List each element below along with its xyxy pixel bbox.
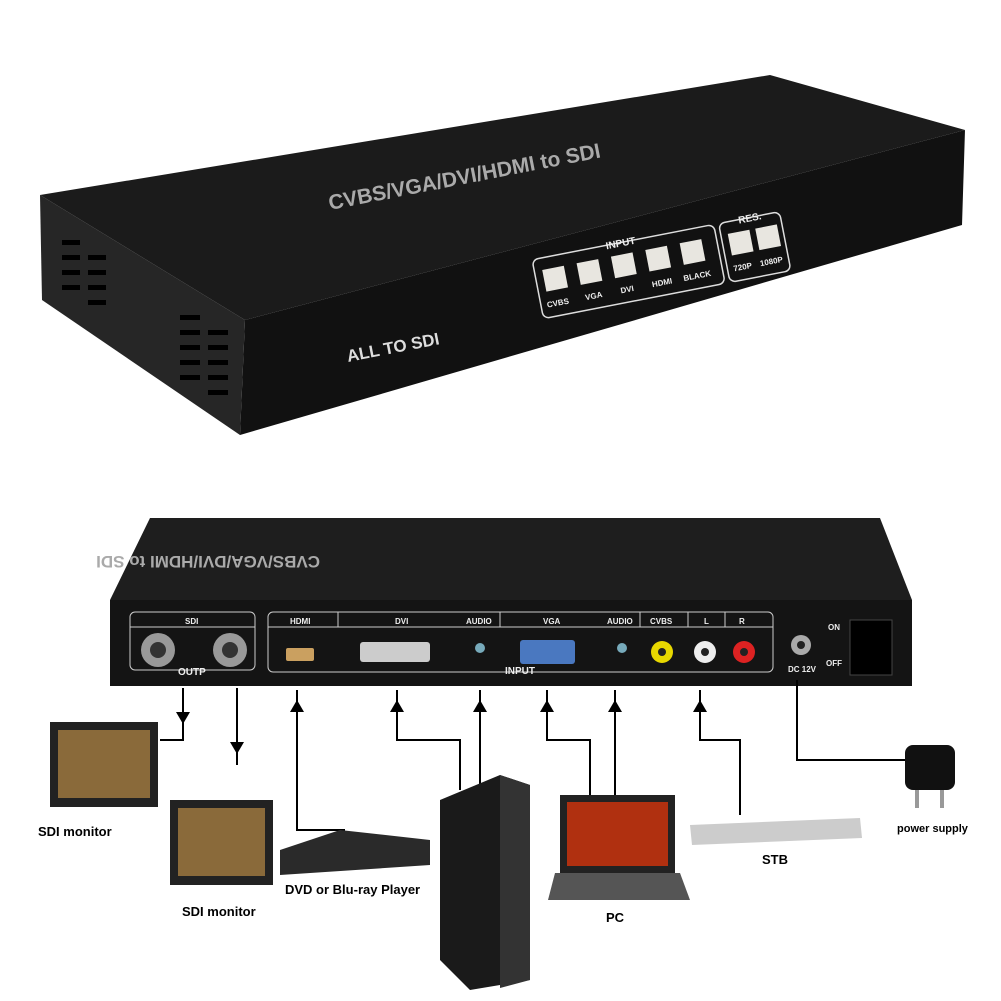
port-label-audio-2: AUDIO xyxy=(607,617,633,626)
input-label: INPUT xyxy=(505,666,535,677)
port-label-vga: VGA xyxy=(543,617,561,626)
svg-text:720P: 720P xyxy=(733,261,754,274)
res-button-720p[interactable]: 720P xyxy=(727,229,757,274)
hdmi-port[interactable] xyxy=(286,648,314,661)
output-label: OUTP xyxy=(178,667,206,678)
sdi-monitor-1: SDI monitor xyxy=(38,722,158,839)
front-device: CVBS/VGA/DVI/HDMI to SDI ALL TO SDI INPU… xyxy=(40,75,965,435)
port-label-hdmi: HDMI xyxy=(290,617,310,626)
input-group-frame xyxy=(532,224,725,319)
svg-text:HDMI: HDMI xyxy=(651,276,673,289)
port-label-audio-1: AUDIO xyxy=(466,617,492,626)
port-label-r: R xyxy=(739,617,745,626)
audio-port-1[interactable] xyxy=(475,643,485,653)
svg-text:CVBS: CVBS xyxy=(546,296,570,309)
back-top-title: CVBS/VGA/DVI/HDMI to SDI xyxy=(96,552,320,571)
svg-text:power supply: power supply xyxy=(897,823,969,835)
port-label-cvbs: CVBS xyxy=(650,617,673,626)
audio-port-2[interactable] xyxy=(617,643,627,653)
input-button-hdmi[interactable]: HDMI xyxy=(645,245,674,289)
device-front-face xyxy=(240,130,965,435)
sdi-monitor-2: SDI monitor xyxy=(170,800,273,919)
dvi-port[interactable] xyxy=(360,642,430,662)
power-adapter: power supply xyxy=(897,745,969,835)
input-button-cvbs[interactable]: CVBS xyxy=(540,265,571,310)
back-device: CVBS/VGA/DVI/HDMI to SDI SDI OUTP HDMI D… xyxy=(96,518,912,686)
res-button-1080p[interactable]: 1080P xyxy=(753,224,784,268)
svg-text:VGA: VGA xyxy=(584,290,603,302)
sdi-label: SDI xyxy=(185,617,198,626)
svg-text:SDI monitor: SDI monitor xyxy=(182,904,256,919)
set-top-box: STB xyxy=(690,818,862,867)
connection-wires xyxy=(160,680,905,831)
vent-slots xyxy=(62,240,228,395)
on-label: ON xyxy=(828,623,840,632)
laptop: PC xyxy=(548,795,690,925)
dc-label: DC 12V xyxy=(788,665,817,674)
dvd-player: DVD or Blu-ray Player xyxy=(280,830,430,897)
port-label-dvi: DVI xyxy=(395,617,408,626)
vga-port[interactable] xyxy=(520,640,575,664)
input-button-dvi[interactable]: DVI xyxy=(610,252,640,295)
svg-text:SDI monitor: SDI monitor xyxy=(38,824,112,839)
res-group-frame xyxy=(718,211,791,283)
svg-text:PC: PC xyxy=(606,910,625,925)
svg-text:DVI: DVI xyxy=(620,284,635,295)
res-group-label: RES. xyxy=(737,211,762,226)
svg-text:1080P: 1080P xyxy=(759,255,784,268)
svg-text:DVD or Blu-ray Player: DVD or Blu-ray Player xyxy=(285,882,420,897)
svg-text:STB: STB xyxy=(762,852,788,867)
off-label: OFF xyxy=(826,659,842,668)
device-top-face xyxy=(40,75,965,320)
input-button-vga[interactable]: VGA xyxy=(576,259,606,302)
power-switch[interactable] xyxy=(849,619,893,676)
pc-tower xyxy=(440,775,530,990)
port-label-l: L xyxy=(704,617,709,626)
